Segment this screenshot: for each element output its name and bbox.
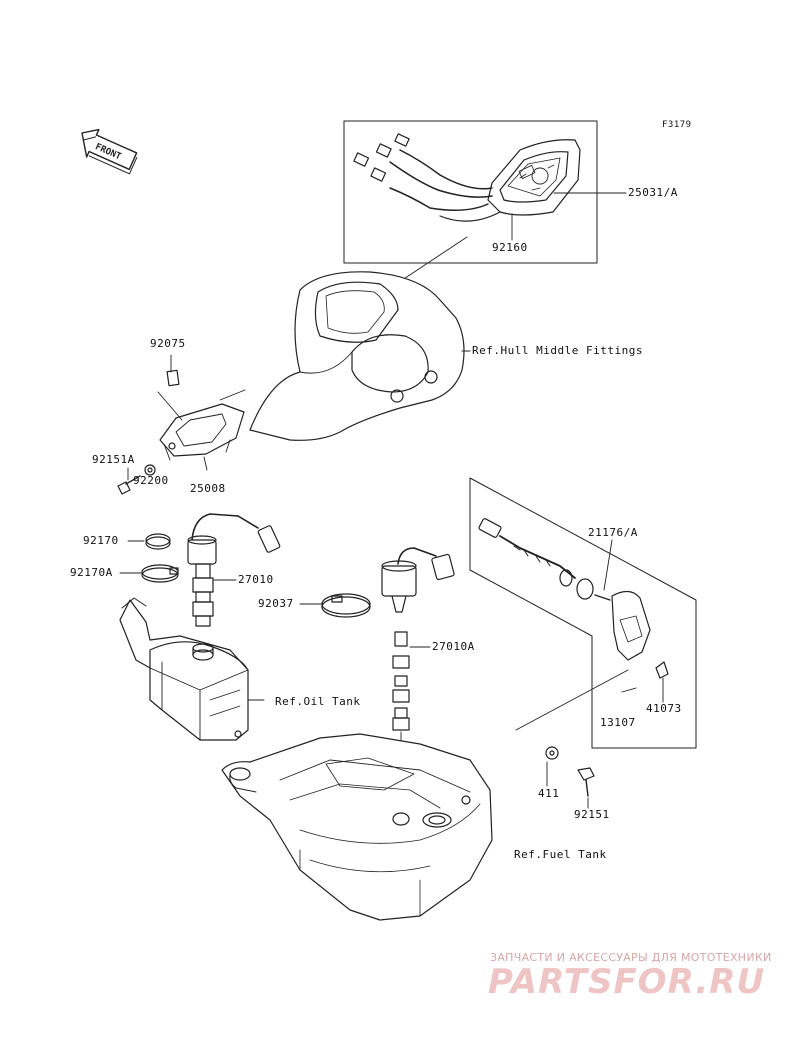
fuel-gauge-harness bbox=[478, 518, 651, 661]
part-label-21176-a: 21176/A bbox=[588, 526, 638, 539]
fuel-gauge-frame bbox=[469, 477, 697, 749]
part-label-92170: 92170 bbox=[83, 534, 119, 547]
clamp-92170 bbox=[145, 533, 171, 550]
part-label-25008: 25008 bbox=[190, 482, 226, 495]
watermark-tagline: ЗАПЧАСТИ И АКСЕССУАРЫ ДЛЯ МОТОТЕХНИКИ bbox=[490, 951, 772, 964]
part-label-27010: 27010 bbox=[238, 573, 274, 586]
clamp-92037 bbox=[321, 593, 371, 618]
oil-tank bbox=[119, 597, 249, 741]
bolt-92151a bbox=[117, 475, 141, 495]
bolt-92151 bbox=[577, 767, 595, 797]
oil-level-sensor bbox=[187, 513, 281, 627]
part-label-27010a: 27010A bbox=[432, 640, 475, 653]
part-label-13107: 13107 bbox=[600, 716, 636, 729]
fuel-tank bbox=[221, 733, 493, 921]
meter-assembly-frame bbox=[343, 120, 598, 264]
clip-41073 bbox=[655, 661, 669, 679]
washer-92200 bbox=[144, 464, 156, 476]
ref-fuel-tank: Ref.Fuel Tank bbox=[514, 848, 607, 861]
part-label-92037: 92037 bbox=[258, 597, 294, 610]
part-label-92075: 92075 bbox=[150, 337, 186, 350]
meter-bracket bbox=[159, 369, 245, 461]
figure-code: F3179 bbox=[662, 120, 692, 130]
hull-middle-fitting bbox=[249, 271, 465, 441]
part-label-411: 411 bbox=[538, 787, 560, 800]
fuel-level-sensor bbox=[381, 547, 455, 731]
clamp-92170a bbox=[141, 564, 179, 583]
part-label-41073: 41073 bbox=[646, 702, 682, 715]
part-label-25031-a: 25031/A bbox=[628, 186, 678, 199]
front-arrow-icon: FRONT bbox=[81, 128, 138, 175]
part-label-92160: 92160 bbox=[492, 241, 528, 254]
ref-hull-middle-fittings: Ref.Hull Middle Fittings bbox=[472, 344, 643, 357]
speedometer-unit bbox=[353, 133, 581, 222]
watermark-logo: PARTSFOR.RU bbox=[488, 962, 766, 1002]
part-label-92151a: 92151A bbox=[92, 453, 135, 466]
part-label-92200: 92200 bbox=[133, 474, 169, 487]
washer-411 bbox=[545, 746, 559, 760]
ref-oil-tank: Ref.Oil Tank bbox=[275, 695, 361, 708]
part-label-92170a: 92170A bbox=[70, 566, 113, 579]
part-label-92151: 92151 bbox=[574, 808, 610, 821]
